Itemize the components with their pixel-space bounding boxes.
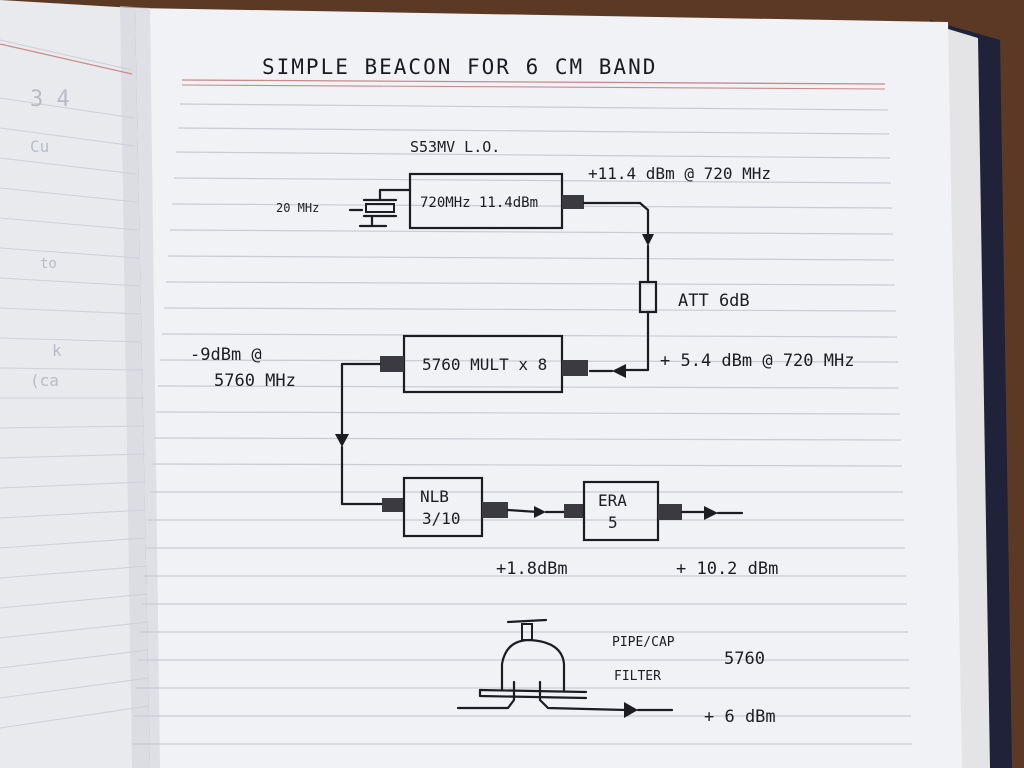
era-in-connector — [564, 504, 584, 518]
lo-connector — [562, 195, 584, 209]
attenuator-label: ATT 6dB — [678, 291, 750, 311]
filter-label-2: FILTER — [614, 669, 661, 684]
lo-block-label: 720MHz 11.4dBm — [420, 195, 538, 211]
mult-in-connector — [380, 356, 404, 372]
multiplier-label: 5760 MULT x 8 — [422, 355, 547, 374]
mult-output-level-1: -9dBm @ — [190, 345, 262, 365]
left-mark-1: 3 4 — [30, 87, 70, 112]
lo-label: S53MV L.O. — [410, 138, 500, 156]
era-label-2: 5 — [608, 513, 618, 532]
nlb-out-connector — [482, 502, 508, 518]
left-mark-4: k — [52, 341, 62, 360]
filter-label-1: PIPE/CAP — [612, 635, 675, 650]
nlb-label-1: NLB — [420, 487, 449, 506]
filter-frequency: 5760 — [724, 649, 765, 669]
mult-input-level: + 5.4 dBm @ 720 MHz — [660, 351, 854, 371]
filter-output-level: + 6 dBm — [704, 707, 776, 727]
mult-output-level-2: 5760 MHz — [214, 371, 296, 391]
crystal-label: 20 MHz — [276, 201, 319, 215]
era-out-connector — [658, 504, 682, 520]
nlb-label-2: 3/10 — [422, 509, 461, 528]
lo-output-level: +11.4 dBm @ 720 MHz — [588, 164, 771, 183]
left-mark-3: to — [40, 256, 57, 272]
era-output-level: + 10.2 dBm — [676, 559, 778, 579]
mult-out-connector — [562, 360, 588, 376]
diagram-title: SIMPLE BEACON FOR 6 CM BAND — [262, 55, 657, 79]
left-mark-2: Cu — [30, 137, 49, 156]
era-label-1: ERA — [598, 491, 627, 510]
left-mark-5: (ca — [30, 371, 59, 390]
nlb-output-level: +1.8dBm — [496, 559, 568, 579]
nlb-in-connector — [382, 498, 404, 512]
